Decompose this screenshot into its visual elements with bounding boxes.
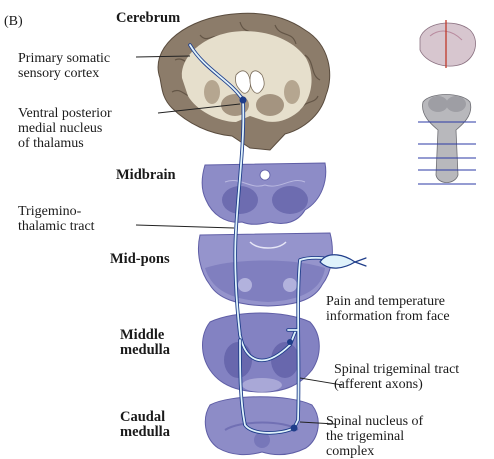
pain-temperature-face-label: Pain and temperature information from fa… [326,294,450,324]
inset-lateral-brain [420,20,476,68]
mid-pons-section [198,233,332,306]
middle-medulla-section [203,313,320,392]
primary-somatic-sensory-cortex-label: Primary somatic sensory cortex [18,51,110,81]
caudal-medulla-label: Caudal medulla [120,410,170,440]
caudal-medulla-section [205,397,318,455]
trigeminothalamic-tract-label: Trigemino- thalamic tract [18,204,95,234]
panel-letter: (B) [4,14,23,29]
midbrain-label: Midbrain [116,168,176,183]
spinal-nucleus-trigeminal-label: Spinal nucleus of the trigeminal complex [326,414,423,459]
midbrain-section [202,163,326,224]
spinal-trigeminal-tract-label: Spinal trigeminal tract (afferent axons) [334,362,459,392]
vpm-thalamus-label: Ventral posterior medial nucleus of thal… [18,106,112,151]
mid-pons-label: Mid-pons [110,252,170,267]
middle-medulla-label: Middle medulla [120,328,170,358]
inset-brainstem [418,95,476,185]
cerebrum-label: Cerebrum [116,11,180,26]
